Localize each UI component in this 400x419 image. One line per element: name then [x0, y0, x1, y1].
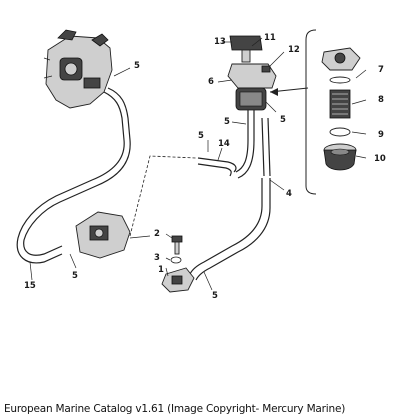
gasket-part — [329, 76, 351, 84]
fuel-filter-assembly-part — [227, 35, 277, 111]
callout-5-carburetor: 5 — [134, 61, 140, 71]
callout-4: 4 — [286, 189, 292, 199]
callout-13: 13 — [214, 37, 226, 47]
callout-12: 12 — [288, 45, 300, 55]
screw-part — [171, 235, 183, 255]
washer-part — [170, 256, 182, 264]
callout-11: 11 — [264, 33, 276, 43]
callout-7: 7 — [378, 65, 384, 75]
inset-bracket — [305, 29, 317, 195]
callout-1: 1 — [158, 265, 164, 275]
callout-2: 2 — [154, 229, 160, 239]
callout-8: 8 — [378, 95, 384, 105]
callout-5-filter-right: 5 — [280, 115, 286, 125]
callout-6: 6 — [208, 77, 214, 87]
callout-14: 14 — [218, 139, 230, 149]
o-ring-part — [329, 127, 351, 137]
filter-cover-part — [321, 47, 361, 71]
callout-10: 10 — [374, 154, 386, 164]
filter-element-part — [329, 89, 351, 119]
carburetor-part — [43, 29, 113, 109]
callout-3: 3 — [154, 253, 160, 263]
callout-5-primer: 5 — [212, 291, 218, 301]
fuel-pump-part — [75, 211, 131, 259]
image-caption: European Marine Catalog v1.61 (Image Cop… — [4, 403, 346, 415]
primer-fitting-part — [161, 267, 195, 293]
callout-9: 9 — [378, 130, 384, 140]
filter-bowl-part — [323, 143, 357, 171]
callout-5-hose14: 5 — [198, 131, 204, 141]
callout-5-pump: 5 — [72, 271, 78, 281]
callout-15: 15 — [24, 281, 36, 291]
callout-5-filter-left: 5 — [224, 117, 230, 127]
